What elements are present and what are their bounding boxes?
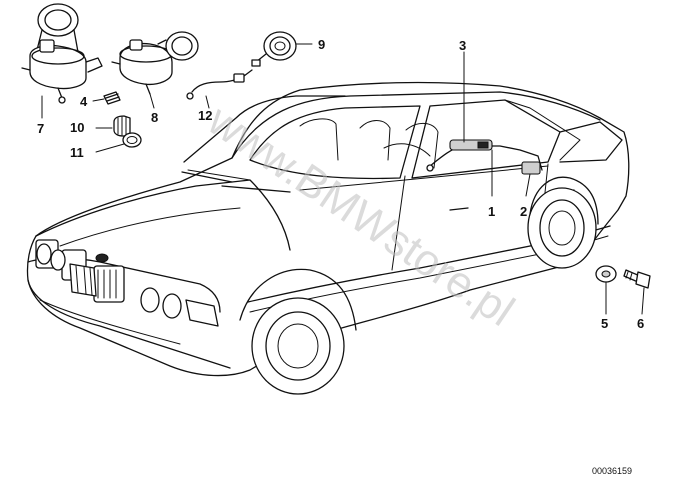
part-4-switch xyxy=(103,91,121,105)
callout-12: 12 xyxy=(198,108,212,123)
leader-lines xyxy=(41,43,645,315)
part-12-cable xyxy=(186,69,253,100)
callout-4: 4 xyxy=(80,94,88,109)
callout-10: 10 xyxy=(70,120,84,135)
callout-11: 11 xyxy=(70,145,84,160)
part-11-seal-ring xyxy=(122,132,142,148)
part-9-sensor xyxy=(251,31,297,67)
callout-7: 7 xyxy=(37,121,44,136)
callout-8: 8 xyxy=(151,110,158,125)
callout-9: 9 xyxy=(318,37,325,52)
part-6-bolt xyxy=(623,269,651,289)
diagram-code: 00036159 xyxy=(592,466,632,476)
callout-1: 1 xyxy=(488,204,495,219)
part-7-pump-assembly xyxy=(21,3,103,104)
callout-2: 2 xyxy=(520,204,527,219)
callout-5: 5 xyxy=(601,316,608,331)
part-8-pump xyxy=(111,31,199,95)
callout-6: 6 xyxy=(637,316,644,331)
car-body-illustration xyxy=(26,81,630,395)
harness-on-car xyxy=(426,139,543,175)
callout-labels: 1 2 3 4 5 6 7 8 9 10 11 12 xyxy=(37,37,644,331)
callout-3: 3 xyxy=(459,38,466,53)
part-10-bushing xyxy=(113,115,131,137)
part-5-washer xyxy=(595,265,617,283)
